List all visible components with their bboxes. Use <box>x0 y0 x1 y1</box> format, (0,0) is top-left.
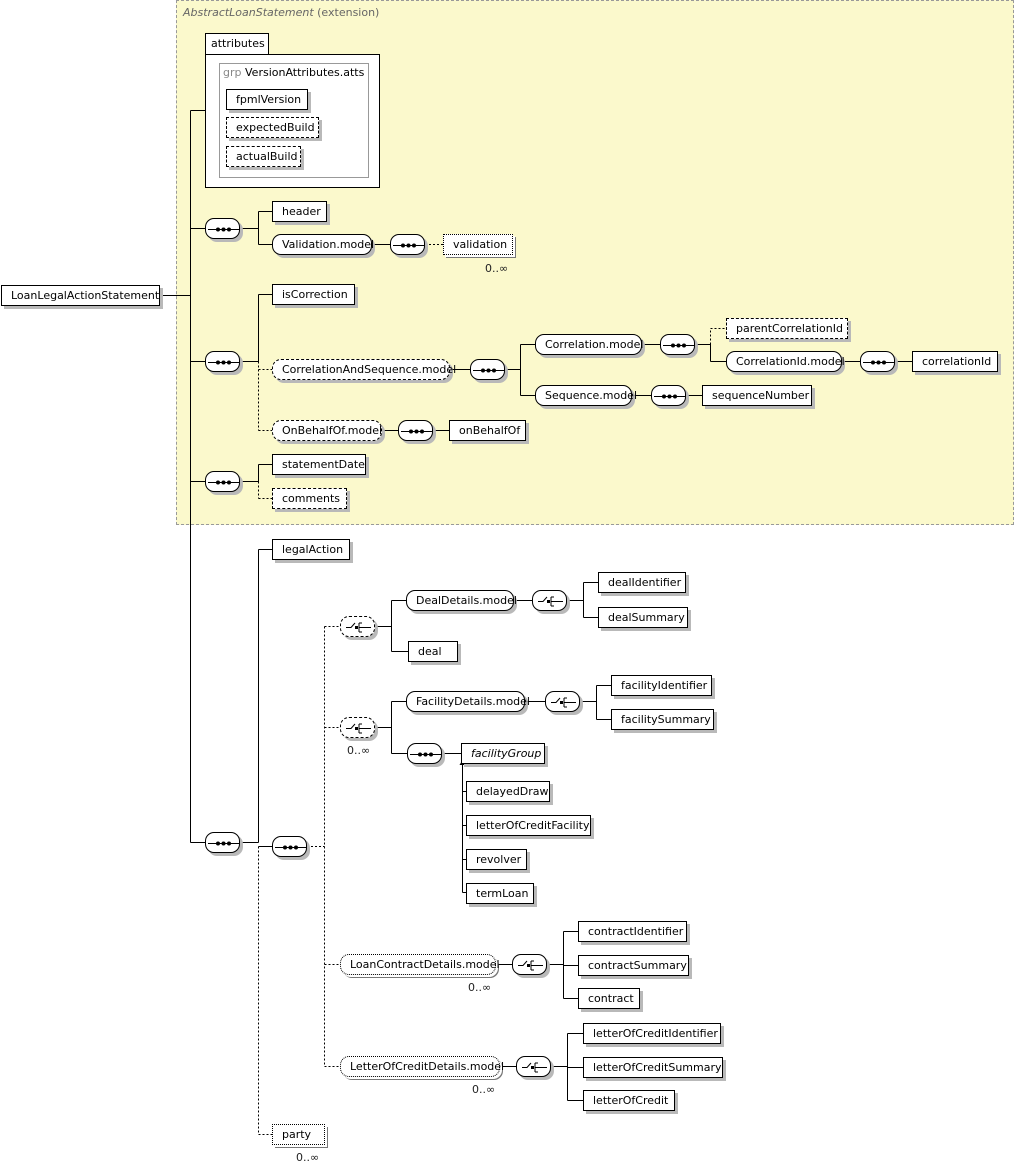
sequence-compositor-on-behalf-of[interactable] <box>398 420 433 441</box>
element-facility-identifier[interactable]: facilityIdentifier <box>611 675 712 696</box>
choice-compositor-letter-of-credit-details[interactable] <box>516 1056 551 1077</box>
element-deal[interactable]: deal <box>408 641 458 662</box>
group-correlation-model[interactable]: Correlation.model <box>535 334 643 355</box>
element-contract-summary[interactable]: contractSummary <box>578 955 689 976</box>
sequence-compositor-correlation[interactable] <box>660 334 695 355</box>
element-deal-summary[interactable]: dealSummary <box>598 607 688 628</box>
attribute-fpml-version[interactable]: fpmlVersion <box>226 89 308 110</box>
occurrence-facility-choice: 0..∞ <box>347 744 371 757</box>
extension-suffix: (extension) <box>317 6 380 19</box>
element-letter-of-credit-facility[interactable]: letterOfCreditFacility <box>466 815 591 836</box>
element-on-behalf-of[interactable]: onBehalfOf <box>449 420 526 441</box>
element-facility-summary[interactable]: facilitySummary <box>611 709 714 730</box>
group-on-behalf-of-model[interactable]: OnBehalfOf.model <box>272 420 382 441</box>
group-deal-details-model[interactable]: DealDetails.model <box>406 590 517 611</box>
element-revolver[interactable]: revolver <box>466 849 527 870</box>
group-sequence-model[interactable]: Sequence.model <box>535 385 637 406</box>
element-sequence-number[interactable]: sequenceNumber <box>702 385 812 406</box>
element-comments[interactable]: comments <box>272 488 347 509</box>
element-letter-of-credit-identifier[interactable]: letterOfCreditIdentifier <box>583 1023 721 1044</box>
sequence-compositor-inner[interactable] <box>272 836 307 857</box>
group-facility-details-model[interactable]: FacilityDetails.model <box>406 691 530 712</box>
choice-compositor-deal[interactable] <box>340 616 375 637</box>
sequence-compositor-4[interactable] <box>205 832 240 853</box>
occurrence-validation: 0..∞ <box>485 262 509 275</box>
attribute-expected-build[interactable]: expectedBuild <box>226 117 319 138</box>
occurrence-letter-of-credit-details: 0..∞ <box>472 1083 496 1096</box>
element-is-correction[interactable]: isCorrection <box>272 284 355 305</box>
extension-base-name: AbstractLoanStatement <box>183 6 314 19</box>
element-correlation-id[interactable]: correlationId <box>912 351 998 372</box>
element-legal-action[interactable]: legalAction <box>272 539 350 560</box>
element-letter-of-credit[interactable]: letterOfCredit <box>583 1090 675 1111</box>
element-header[interactable]: header <box>272 201 327 222</box>
element-party[interactable]: party <box>272 1124 325 1145</box>
element-deal-identifier[interactable]: dealIdentifier <box>598 572 686 593</box>
group-letter-of-credit-details-model[interactable]: LetterOfCreditDetails.model <box>340 1056 504 1077</box>
group-correlation-and-sequence-model[interactable]: CorrelationAndSequence.model <box>272 359 456 380</box>
sequence-compositor-facility-group[interactable] <box>407 743 442 764</box>
element-facility-group[interactable]: facilityGroup <box>461 743 545 764</box>
choice-compositor-loan-contract-details[interactable] <box>512 954 547 975</box>
element-delayed-draw[interactable]: delayedDraw <box>466 781 550 802</box>
attribute-group-name: VersionAttributes.atts <box>245 66 365 79</box>
attribute-actual-build[interactable]: actualBuild <box>226 146 301 167</box>
sequence-compositor-3[interactable] <box>205 471 240 492</box>
group-validation-model[interactable]: Validation.model <box>272 234 374 255</box>
element-validation[interactable]: validation <box>443 234 513 255</box>
sequence-compositor-correlation-and-sequence[interactable] <box>470 359 505 380</box>
group-loan-contract-details-model[interactable]: LoanContractDetails.model <box>340 954 500 975</box>
group-correlation-id-model[interactable]: CorrelationId.model <box>726 351 845 372</box>
sequence-compositor-correlation-id[interactable] <box>860 351 895 372</box>
element-parent-correlation-id[interactable]: parentCorrelationId <box>726 318 848 339</box>
element-contract[interactable]: contract <box>578 988 640 1009</box>
attributes-tab[interactable]: attributes <box>205 33 269 55</box>
sequence-compositor-2[interactable] <box>205 351 240 372</box>
choice-compositor-facility[interactable] <box>340 717 375 738</box>
element-term-loan[interactable]: termLoan <box>466 883 534 904</box>
element-contract-identifier[interactable]: contractIdentifier <box>578 921 687 942</box>
occurrence-loan-contract-details: 0..∞ <box>468 981 492 994</box>
attribute-group-label: grp VersionAttributes.atts <box>223 66 364 79</box>
sequence-compositor-validation[interactable] <box>390 234 425 255</box>
choice-compositor-facility-details[interactable] <box>545 691 580 712</box>
root-element-box[interactable]: LoanLegalActionStatement <box>1 285 160 306</box>
sequence-compositor-sequence[interactable] <box>651 385 686 406</box>
choice-compositor-deal-details[interactable] <box>532 590 567 611</box>
occurrence-party: 0..∞ <box>296 1151 320 1164</box>
sequence-compositor-1[interactable] <box>205 218 240 239</box>
element-statement-date[interactable]: statementDate <box>272 454 366 475</box>
element-letter-of-credit-summary[interactable]: letterOfCreditSummary <box>583 1057 723 1078</box>
extension-label: AbstractLoanStatement (extension) <box>183 6 379 19</box>
attribute-group-keyword: grp <box>223 66 242 79</box>
